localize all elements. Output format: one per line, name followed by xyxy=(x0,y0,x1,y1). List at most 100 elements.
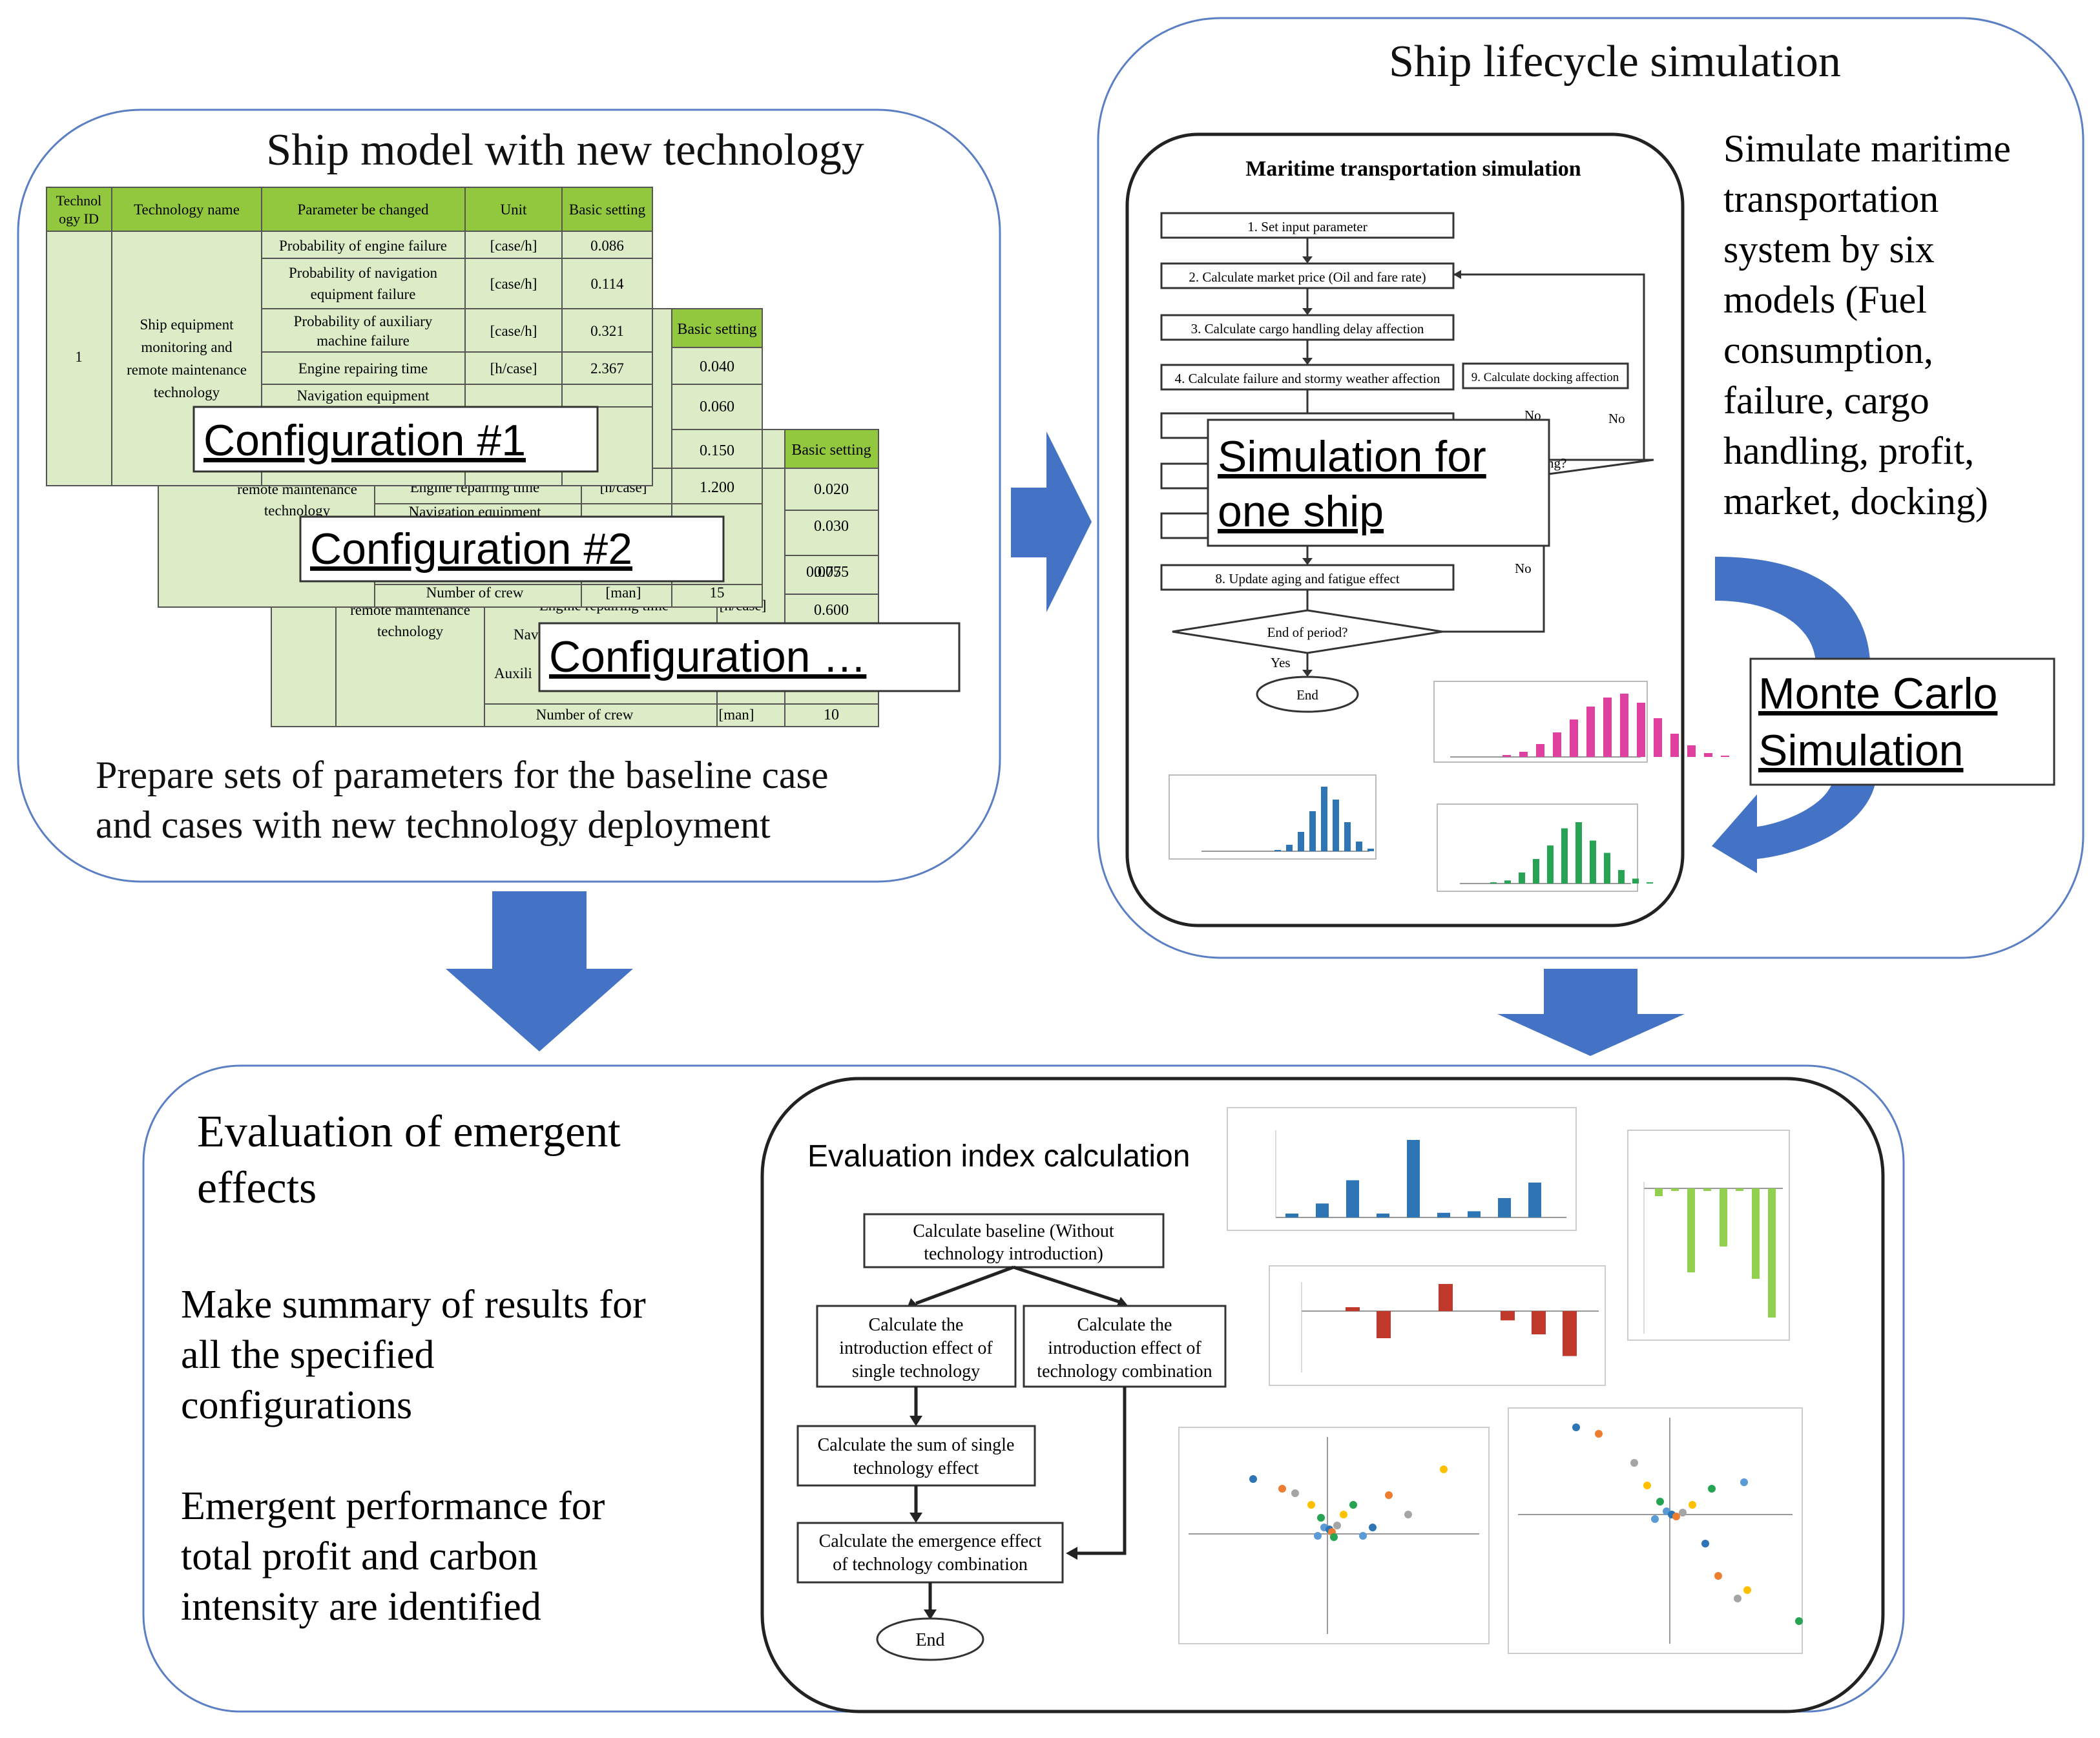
table-param: Probability of engine failure xyxy=(279,238,447,254)
evaluation-flowchart: Calculate baseline (Without technology i… xyxy=(796,1213,1227,1661)
monte-carlo-label: Monte Carlo Simulation xyxy=(1749,657,2055,786)
mini-bar xyxy=(1768,1188,1776,1318)
eval-box-sum: technology effect xyxy=(853,1458,979,1478)
table2-cell: 15 xyxy=(710,585,725,601)
mini-bar xyxy=(1655,1188,1663,1196)
simulation-description: Simulate maritime transportation system … xyxy=(1723,127,2011,522)
config-label-3: Configuration … xyxy=(538,622,961,692)
histogram-bar xyxy=(1670,734,1679,757)
histogram-bar xyxy=(1502,755,1511,757)
flow-label-yes: Yes xyxy=(1271,655,1291,670)
histogram-bar xyxy=(1687,745,1696,757)
simulation-one-ship-line: one ship xyxy=(1218,487,1384,536)
histogram-bar xyxy=(1704,753,1712,757)
mini-bar xyxy=(1437,1212,1450,1217)
eval-box-single: Calculate the xyxy=(869,1315,964,1335)
mini-bar-chart-lime xyxy=(1627,1130,1790,1341)
histogram-bar xyxy=(1321,787,1327,851)
mini-scatter-left xyxy=(1178,1427,1490,1644)
table-unit: [case/h] xyxy=(490,238,537,254)
histogram-bar xyxy=(1620,694,1628,757)
scatter-dot xyxy=(1385,1491,1393,1499)
table3-cell: [man] xyxy=(719,707,754,723)
histogram-bar xyxy=(1333,800,1339,851)
mini-bar xyxy=(1377,1311,1391,1338)
table3-cell: Navi xyxy=(514,626,543,643)
table-unit: [h/case] xyxy=(490,360,537,377)
eval-box-emergence: of technology combination xyxy=(833,1555,1028,1575)
scatter-dot xyxy=(1651,1515,1659,1523)
mini-bar xyxy=(1532,1311,1546,1334)
mini-bar xyxy=(1703,1188,1711,1191)
table3-value: 0.075 xyxy=(814,564,849,581)
simulation-description-line: transportation xyxy=(1723,178,1939,220)
mini-bar xyxy=(1528,1183,1541,1217)
table-header-basic: Basic setting xyxy=(569,202,646,218)
histogram-bar xyxy=(1604,853,1610,884)
histogram-bar xyxy=(1533,859,1539,884)
table2-value: 0.150 xyxy=(700,442,734,459)
table2-value: 0.040 xyxy=(700,358,734,375)
histogram-bar xyxy=(1344,822,1351,851)
histogram-bar xyxy=(1356,842,1362,851)
scatter-dot xyxy=(1317,1514,1325,1522)
scatter-dot xyxy=(1679,1509,1687,1516)
config-label-3-text: Configuration … xyxy=(549,632,866,681)
config-label-2-text: Configuration #2 xyxy=(310,524,632,574)
histogram-bar xyxy=(1274,850,1281,851)
table-unit: [case/h] xyxy=(490,323,537,339)
config-label-1: Configuration #1 xyxy=(192,406,599,473)
table2-cell: Number of crew xyxy=(426,585,524,601)
scatter-dot xyxy=(1734,1595,1741,1602)
table-tech-name: remote maintenance xyxy=(127,362,247,378)
scatter-dot xyxy=(1440,1465,1448,1473)
mini-bar xyxy=(1563,1311,1577,1356)
mini-bar xyxy=(1720,1188,1727,1247)
scatter-dot xyxy=(1349,1501,1357,1509)
flow-label-no: No xyxy=(1515,561,1532,576)
mini-bar xyxy=(1752,1188,1760,1279)
scatter-dot xyxy=(1404,1511,1412,1518)
histogram-bar xyxy=(1309,811,1316,851)
histogram-bar xyxy=(1536,744,1544,757)
table3-value: 10 xyxy=(824,707,839,723)
simulation-description-line: system by six xyxy=(1723,228,1935,271)
table-header-name: Technology name xyxy=(134,202,240,218)
scatter-dot xyxy=(1743,1586,1751,1594)
histogram-bar xyxy=(1618,870,1625,884)
eval-box-emergence: Calculate the emergence effect xyxy=(819,1531,1042,1551)
simulation-description-line: models (Fuel xyxy=(1723,278,1927,321)
mini-bar xyxy=(1377,1214,1389,1217)
table3-value: 0.020 xyxy=(814,481,849,498)
panel-ship-model-title: Ship model with new technology xyxy=(266,125,864,175)
config-label-1-text: Configuration #1 xyxy=(203,416,526,465)
scatter-dot xyxy=(1572,1423,1580,1431)
histogram-bar xyxy=(1286,845,1293,851)
mini-bar-chart-blue xyxy=(1227,1107,1577,1231)
histogram-bar xyxy=(1570,719,1578,757)
mini-bar xyxy=(1498,1198,1511,1217)
scatter-dot xyxy=(1314,1532,1322,1540)
panel-simulation-title: Ship lifecycle simulation xyxy=(1389,37,1841,87)
simulation-description-line: failure, cargo xyxy=(1723,379,1929,422)
simulation-description-line: market, docking) xyxy=(1723,480,1988,522)
flow-step: 1. Set input parameter xyxy=(1247,219,1367,234)
histogram-bar xyxy=(1637,703,1645,757)
histogram-bar xyxy=(1603,698,1612,757)
histogram-bar xyxy=(1632,878,1639,884)
evaluation-flowchart-title: Evaluation index calculation xyxy=(807,1139,1190,1174)
scatter-dot xyxy=(1595,1430,1603,1438)
eval-box-single: single technology xyxy=(852,1361,980,1381)
table-value: 0.114 xyxy=(591,276,624,292)
table3-cell: Auxili xyxy=(494,665,532,681)
right-arrow xyxy=(1011,431,1092,612)
histogram-green xyxy=(1437,803,1653,892)
histogram-blue xyxy=(1169,774,1377,860)
eval-box-baseline: technology introduction) xyxy=(924,1244,1103,1264)
evaluation-text: total profit and carbon xyxy=(181,1535,538,1578)
flow-partial-decision: ng? xyxy=(1547,455,1566,471)
flow-step: 2. Calculate market price (Oil and fare … xyxy=(1189,269,1426,285)
table2-cell: [man] xyxy=(606,585,641,601)
scatter-dot xyxy=(1330,1533,1338,1541)
